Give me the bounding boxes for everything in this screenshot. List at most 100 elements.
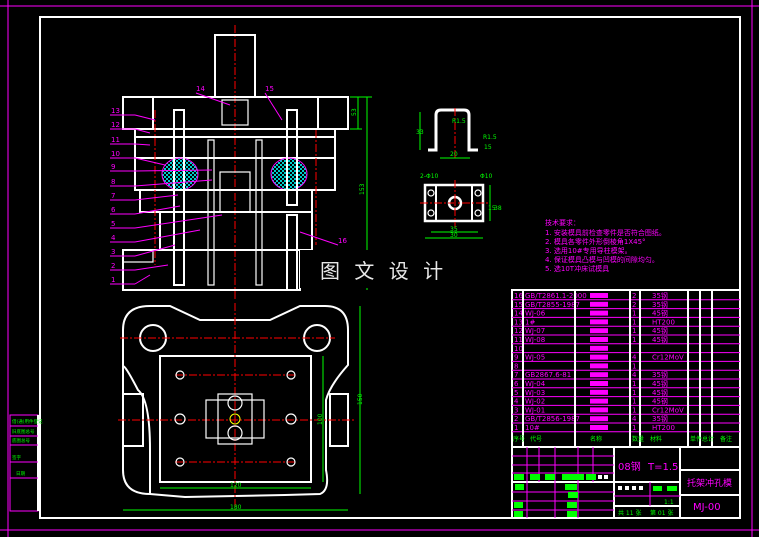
bom-name — [590, 345, 608, 351]
bom-qty: 1 — [632, 310, 636, 318]
leader-line — [134, 229, 201, 243]
part-label: 6 — [111, 206, 116, 214]
dimension-label: 100 — [317, 413, 324, 425]
dimension-label: 180 — [230, 504, 242, 511]
bom-no: 5 — [514, 389, 518, 397]
bom-code: WJ-01 — [525, 406, 545, 414]
bom-name — [590, 389, 608, 395]
dimension-label: 30 — [450, 232, 458, 239]
stamp-label: 签字 — [12, 454, 21, 461]
dimension-label: 53 — [351, 108, 358, 116]
bom-header-cell: 名称 — [590, 435, 602, 443]
bom-no: 13 — [514, 318, 523, 326]
bom-qty: 1 — [632, 424, 636, 432]
bom-code: WJ-03 — [525, 389, 545, 397]
stamp-label: 底图总号 — [12, 437, 30, 444]
part-label: 11 — [111, 136, 120, 144]
bom-row: 10 — [512, 345, 740, 354]
bom-material: 45钢 — [652, 335, 668, 344]
leader-line — [134, 214, 223, 229]
bom-qty: 1 — [632, 327, 636, 335]
rubber-left — [161, 157, 199, 191]
bom-no: 15 — [514, 301, 523, 309]
bom-qty: 2 — [632, 292, 636, 300]
bom-material: 35钢 — [652, 300, 668, 309]
part-label: 12 — [111, 121, 120, 129]
bom-no: 16 — [514, 292, 523, 300]
leader-line — [134, 264, 169, 271]
bom-no: 7 — [514, 371, 518, 379]
scale-label: 1:1 — [664, 499, 674, 506]
dimension-label: 20 — [450, 151, 458, 158]
drawing-title: 托架冲孔模 — [687, 477, 732, 489]
bom-no: 6 — [514, 380, 519, 388]
dimension-label: R1.5 — [452, 118, 466, 125]
bom-name — [590, 293, 608, 298]
bom-material: HT200 — [652, 318, 675, 326]
dimension-label: 120 — [230, 482, 242, 489]
bom-material: Cr12MoV — [652, 354, 684, 362]
bom-name — [590, 372, 608, 378]
bom-name — [590, 301, 608, 307]
stamp-label: 旧底图总号 — [12, 428, 35, 435]
leader-line — [134, 179, 213, 187]
dimension-label: 35 — [450, 226, 458, 233]
bom-header-cell: 数量 — [632, 435, 644, 443]
leader-line — [264, 92, 283, 121]
bom-qty: 1 — [632, 389, 636, 397]
leader-line — [134, 157, 166, 166]
guide-post-left — [173, 109, 185, 286]
tech-req-item: 2. 模具各零件外形倒棱角1X45° — [545, 237, 646, 246]
rubber-right — [270, 157, 308, 191]
bom-material: 45钢 — [652, 326, 668, 335]
part-label: 15 — [265, 85, 274, 93]
bom-qty: 4 — [632, 371, 637, 379]
bom-material: 45钢 — [652, 309, 668, 318]
bom-material: 35钢 — [652, 414, 668, 423]
bom-material: Cr12MoV — [652, 406, 684, 414]
leader-line — [195, 92, 231, 106]
bom-header-cell: 材料 — [650, 435, 662, 443]
technical-requirements: 技术要求： 1. 安装模具前检查零件是否符合图纸。 2. 模具各零件外形倒棱角1… — [545, 218, 666, 273]
part-label: 10 — [111, 150, 120, 158]
bom-name — [590, 319, 608, 325]
bom-header-cell: 单件 — [690, 435, 702, 443]
bom-code: 10# — [525, 424, 540, 432]
bom-header-cell: 代号 — [530, 435, 542, 443]
bom-header-cell: 备注 — [720, 435, 732, 443]
bom-no: 4 — [514, 398, 519, 406]
part-label: 2 — [111, 262, 115, 270]
bom-code: GB/T2856-1987 — [525, 415, 580, 423]
bom-header-cell: 总计 — [702, 435, 714, 443]
bom-no: 12 — [514, 327, 523, 335]
bom-name — [590, 416, 608, 422]
lower-plate — [122, 249, 301, 291]
bom-qty: 4 — [632, 415, 637, 423]
die-plate — [159, 211, 313, 251]
leader-line — [134, 244, 176, 257]
bom-code: 1# — [525, 318, 535, 326]
leader-line — [134, 205, 181, 215]
bom-no: 3 — [514, 406, 518, 414]
part-label: 16 — [338, 237, 347, 245]
bom-code: WJ-07 — [525, 327, 545, 335]
tech-req-item: 3. 选用10#专用导柱模架。 — [545, 246, 632, 255]
bom-qty: 1 — [632, 362, 636, 370]
sheet-number: 第 01 张 — [650, 509, 673, 517]
part-label: 5 — [111, 220, 115, 228]
leader-line — [134, 128, 151, 134]
bom-no: 2 — [514, 415, 518, 423]
stamp-label: 日期 — [16, 471, 25, 477]
bom-no: 10 — [514, 345, 523, 353]
punch — [219, 171, 251, 213]
